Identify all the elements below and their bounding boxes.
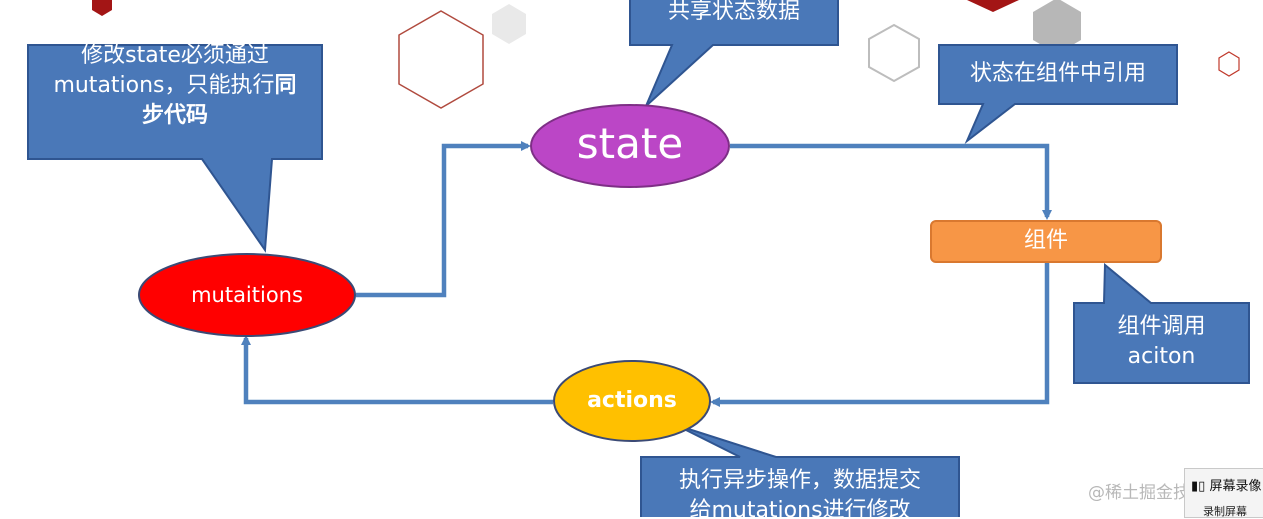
callout-actions-note-text: 执行异步操作，数据提交 给mutations进行修改 [641, 466, 959, 517]
recorder-title-row: ▮▯ 屏幕录像 [1191, 475, 1261, 494]
arrow-actions-to-mutations [241, 335, 553, 405]
arrow-mutations-to-state [356, 141, 531, 298]
shape-dark-red-top-left [92, 0, 112, 16]
callout-component-call [1073, 262, 1250, 384]
callout-component-call-text: 组件调用 aciton [1074, 312, 1249, 372]
component-node [930, 220, 1162, 263]
hexagon-small-red-outline [1218, 51, 1240, 77]
mutations-node [138, 253, 356, 337]
actions-node [553, 360, 711, 442]
mutations-note-line1: 修改state必须通过 [81, 43, 269, 68]
callout-actions-note [640, 424, 960, 517]
callouts [27, 0, 1250, 517]
arrow-state-to-component [730, 143, 1052, 220]
callout-shared-state-text: 共享状态数据 [667, 0, 800, 24]
callout-state-usage [938, 44, 1178, 145]
nodes [138, 104, 1162, 442]
state-label: state [576, 119, 684, 168]
actions-note-line2: 给mutations进行修改 [689, 498, 911, 517]
actions-label: actions [587, 388, 677, 413]
callout-mutations-note-text: 修改state必须通过 mutations，只能执行同 步代码 [28, 41, 322, 131]
component-call-line1: 组件调用 [1117, 314, 1206, 339]
arrow-component-to-actions [710, 262, 1050, 407]
mutations-note-line3-bold: 步代码 [141, 103, 208, 128]
mutations-note-line2: mutations，只能执行同 [28, 71, 322, 101]
connectors [241, 141, 1052, 407]
hexagon-light-gray [492, 4, 526, 44]
callout-shared-state [629, 0, 839, 107]
state-node [530, 104, 730, 188]
component-label: 组件 [1023, 228, 1068, 253]
decorative-hexagons [92, 0, 1240, 109]
mutations-note-line2-bold: 同 [274, 73, 297, 98]
hexagon-red-outline [398, 10, 484, 109]
hexagon-dark-gray [1033, 0, 1081, 54]
recorder-icon: ▮▯ [1191, 479, 1206, 494]
mutations-label: mutaitions [191, 283, 303, 307]
shape-dark-red-top-right [967, 0, 1019, 12]
record-screen-button[interactable]: 录制屏幕 [1203, 505, 1247, 518]
screen-recorder-widget[interactable]: ▮▯ 屏幕录像 录制屏幕 [1184, 468, 1263, 518]
actions-note-line1: 执行异步操作，数据提交 [678, 468, 921, 493]
hexagon-gray-outline [868, 23, 920, 83]
component-call-line2: aciton [1127, 344, 1196, 369]
callout-state-usage-text: 状态在组件中引用 [969, 61, 1146, 86]
callout-mutations-note [27, 44, 323, 253]
recorder-title: 屏幕录像 [1209, 479, 1262, 494]
mutations-note-line2-normal: mutations，只能执行 [53, 73, 275, 98]
mutations-note-line3: 步代码 [28, 101, 322, 131]
